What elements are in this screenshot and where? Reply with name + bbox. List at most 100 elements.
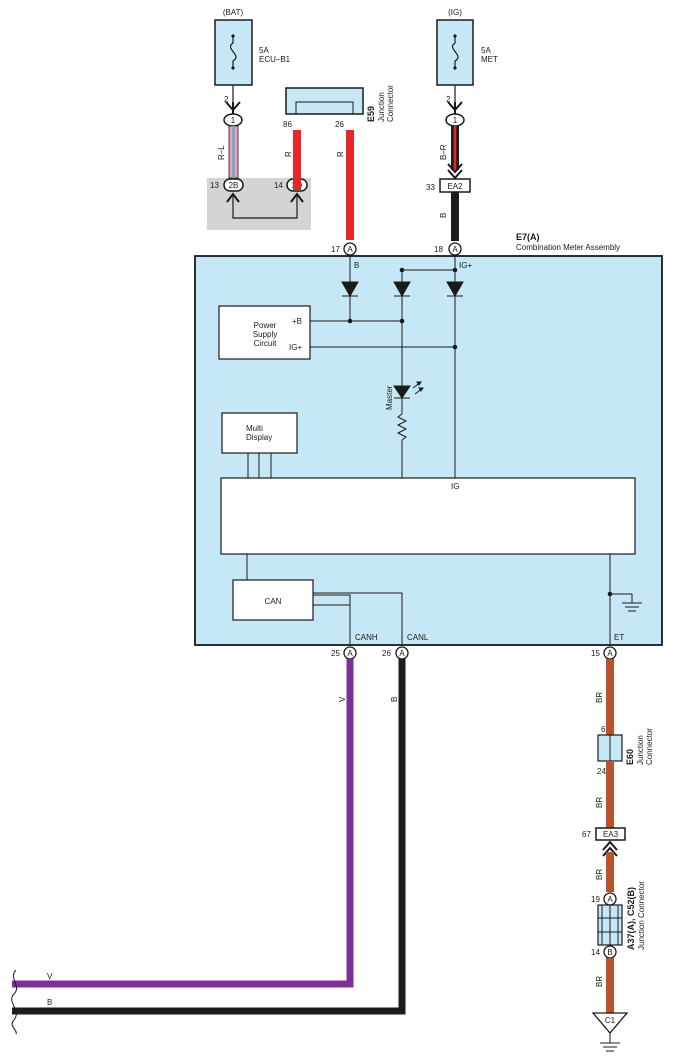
e59-code: E59 [366, 106, 376, 122]
a37-pin-b-label: B [607, 948, 612, 957]
diodes [341, 281, 464, 298]
splice-2b-label: 2B [229, 181, 239, 190]
meter-internal-wiring [246, 256, 642, 645]
diode-ig [446, 281, 464, 298]
diode-b [341, 281, 359, 298]
pin-18-label: IG+ [459, 261, 472, 270]
fuse-bat-pin: 2 [224, 95, 229, 104]
power-supply-line1: Power [254, 321, 277, 330]
wire-br-4 [606, 958, 614, 1013]
power-supply-in-ig: IG+ [289, 343, 302, 352]
wire-br-2 [606, 761, 614, 828]
splice-pin-left: 13 [210, 181, 219, 190]
master-label: Master [385, 385, 394, 410]
pin-17-num: 17 [331, 245, 340, 254]
fuse-bat-header: (BAT) [223, 8, 244, 17]
can-box [232, 579, 314, 621]
wire-e59-26-label: R [336, 151, 345, 157]
e59-pin-26: 26 [335, 120, 344, 129]
power-supply-line3: Circuit [254, 339, 277, 348]
splice-2b [223, 178, 244, 192]
fuse-bat-connector-pin: 1 [231, 116, 236, 125]
power-supply-line2: Supply [253, 330, 277, 339]
fuse-ig-connector-pin: 1 [453, 116, 458, 125]
pin-18 [448, 242, 462, 256]
e59-box [285, 87, 364, 115]
fuse-ig-name: MET [481, 55, 498, 64]
wire-e59-26-red [346, 130, 354, 240]
multi-display-line1: Multi [246, 424, 263, 433]
fuse-bat-rating: 5A [259, 46, 269, 55]
pin-18-conn: A [452, 245, 458, 254]
wire-r-l-label: R–L [217, 145, 226, 160]
e60-line2: Connector [645, 728, 654, 765]
multi-display-line2: Display [246, 433, 272, 442]
wire-canl-label: B [390, 697, 399, 702]
master-resistor [396, 413, 408, 441]
diode-master [393, 281, 411, 298]
power-supply-box [218, 305, 311, 360]
junction-dots [347, 267, 613, 597]
pin-17-label: B [354, 261, 359, 270]
pin-26-num: 26 [382, 649, 391, 658]
wire-b-r-label: B–R [439, 144, 448, 160]
pin-26-conn: A [399, 649, 405, 658]
fuse-bat-name: ECU–B1 [259, 55, 291, 64]
ground-c1-triangle [591, 1012, 629, 1035]
e59-line1: Junction [377, 92, 386, 122]
e60-pin-6: 6 [601, 725, 606, 734]
e60-line1: Junction [636, 735, 645, 765]
a37-code: A37(A), C52(B) [626, 887, 636, 950]
a37-pin-19: 19 [591, 895, 600, 904]
meter-code: E7(A) [516, 232, 540, 242]
power-supply-in-b: +B [292, 317, 302, 326]
wire-br-1 [606, 659, 614, 735]
ea2-label: EA2 [447, 182, 463, 191]
wire-ea2-label: B [439, 213, 448, 218]
ea2-pin: 33 [426, 183, 435, 192]
wire-br-3-label: BR [595, 869, 604, 880]
bus-break-mark [11, 969, 18, 1035]
splice-loop [232, 196, 298, 219]
pin-15-num: 15 [591, 649, 600, 658]
e60-pin-24: 24 [597, 767, 606, 776]
pin-25-label: CANH [355, 633, 378, 642]
ground-symbol [600, 1033, 620, 1052]
master-led [393, 385, 411, 399]
pin-17 [343, 242, 357, 256]
ea3-label: EA3 [603, 830, 619, 839]
pin-17-conn: A [347, 245, 353, 254]
wire-ea2-black [451, 192, 459, 241]
fuse-ig-header: (IG) [448, 8, 462, 17]
pin-18-num: 18 [434, 245, 443, 254]
fuse-ig-pin: 2 [446, 95, 451, 104]
bus-v-label: V [47, 972, 53, 981]
wire-br-2-label: BR [595, 797, 604, 808]
cpu-ig-label: IG [451, 482, 459, 491]
a37-line1: Junction Connector [637, 881, 646, 950]
can-label: CAN [265, 597, 282, 606]
pin-26-label: CANL [407, 633, 429, 642]
e59-pin-86: 86 [283, 120, 292, 129]
e60-code: E60 [625, 749, 635, 765]
bus-b-label: B [47, 998, 52, 1007]
e59-line2: Connector [386, 85, 395, 122]
pin-15-label: ET [614, 633, 624, 642]
multi-display-box [221, 412, 298, 454]
a37-pin-14: 14 [591, 948, 600, 957]
wire-br-1-label: BR [595, 692, 604, 703]
fuse-ig-box [436, 19, 474, 86]
fuse-ig-rating: 5A [481, 46, 491, 55]
pin-15-conn: A [607, 649, 613, 658]
meter-cpu-box [220, 477, 636, 555]
fuse-bat-symbol [230, 36, 237, 68]
ea3-pin: 67 [582, 830, 591, 839]
a37-pin-a-label: A [607, 895, 613, 904]
wire-e59-86-red [293, 130, 301, 190]
fuse-ig-symbol [452, 36, 459, 68]
wire-e59-86-label: R [284, 151, 293, 157]
wire-canl-black [12, 659, 406, 1015]
ea3-box [595, 827, 626, 841]
pin-25-conn: A [347, 649, 353, 658]
